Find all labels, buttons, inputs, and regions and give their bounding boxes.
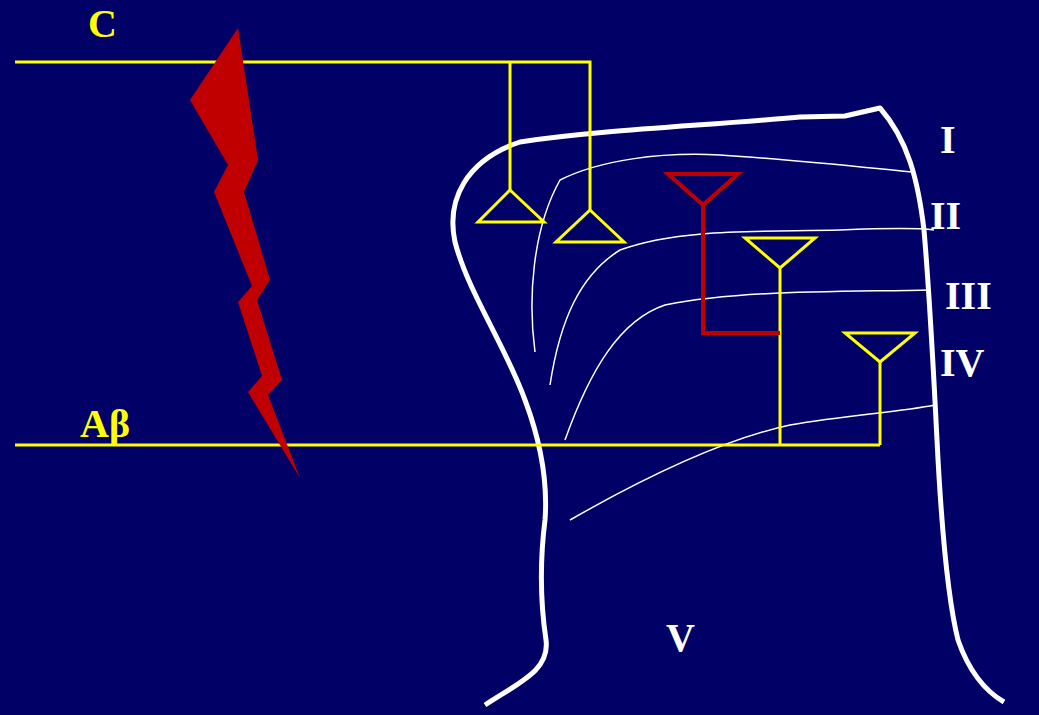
lamina-label: II: [930, 196, 961, 236]
lamina-label: V: [666, 618, 695, 658]
a-beta-fiber: [15, 238, 915, 445]
lamina-label: IV: [940, 343, 984, 383]
lamina-boundary: [565, 290, 930, 440]
c-fiber: [15, 62, 624, 242]
fiber-label: C: [88, 4, 117, 44]
lamina-label: III: [945, 276, 992, 316]
interneuron: [668, 174, 780, 333]
dorsal-horn-outline: [453, 108, 1004, 705]
injury-bolt: [190, 28, 300, 478]
lamina-boundary: [550, 229, 934, 386]
lamina-label: I: [940, 120, 956, 160]
fiber-label: Aβ: [80, 404, 130, 444]
